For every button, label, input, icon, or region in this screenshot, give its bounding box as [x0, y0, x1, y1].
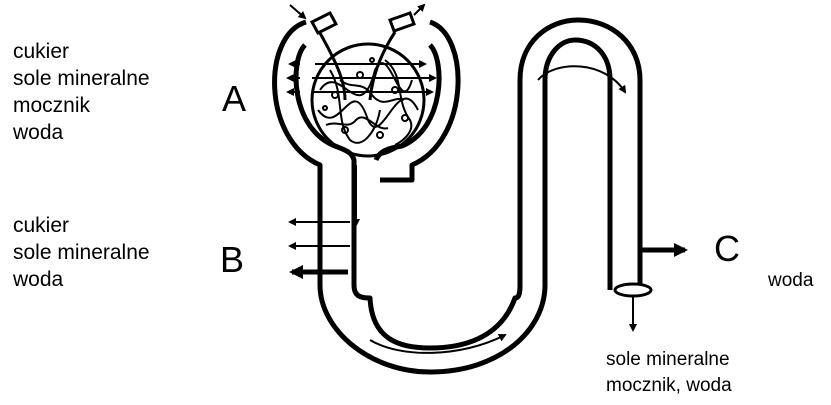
group-a-item: woda [13, 119, 150, 146]
label-a: A [222, 79, 246, 119]
group-a-item: sole mineralne [13, 65, 150, 92]
bottom-item: mocznik, woda [606, 373, 732, 399]
tubule-opening [615, 284, 651, 296]
bottom-list: sole mineralne mocznik, woda [606, 347, 732, 399]
label-b: B [220, 240, 244, 280]
glomerulus [312, 44, 424, 156]
group-b-item: cukier [13, 212, 150, 239]
group-b-item: woda [13, 266, 150, 293]
label-c: C [714, 229, 740, 269]
bottom-item: sole mineralne [606, 347, 732, 373]
group-a-list: cukier sole mineralne mocznik woda [13, 38, 150, 146]
group-b-item: sole mineralne [13, 239, 150, 266]
bowman-capsule [275, 20, 640, 372]
group-b-list: cukier sole mineralne woda [13, 212, 150, 293]
group-c-text: woda [768, 268, 813, 294]
group-a-item: mocznik [13, 92, 150, 119]
group-a-item: cukier [13, 38, 150, 65]
